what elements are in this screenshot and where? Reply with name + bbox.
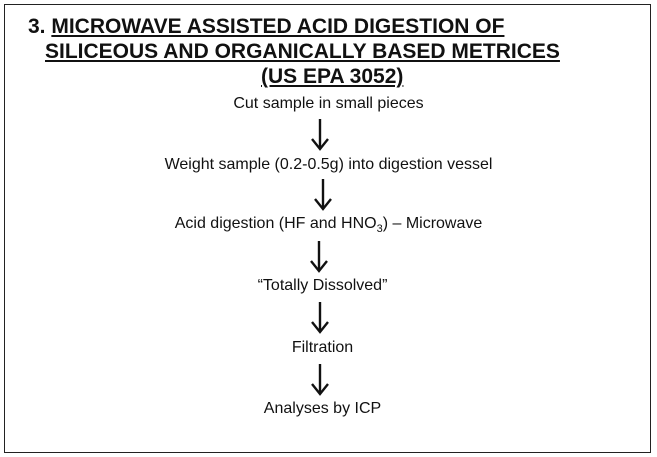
step-acid-digestion-text: Acid digestion (HF and HNO <box>174 215 377 232</box>
title-line-3-text: (US EPA 3052) <box>261 65 404 88</box>
title-line-1-text: MICROWAVE ASSISTED ACID DIGESTION OF <box>51 15 505 38</box>
step-weight-sample: Weight sample (0.2-0.5g) into digestion … <box>164 156 493 173</box>
title-line-2-text: SILICEOUS AND ORGANICALLY BASED METRICES <box>45 40 560 63</box>
step-filtration: Filtration <box>291 339 354 356</box>
step-cut-sample: Cut sample in small pieces <box>233 95 424 112</box>
down-arrow-icon <box>313 178 333 212</box>
title-line-3: (US EPA 3052) <box>28 64 638 89</box>
title-line-2: SILICEOUS AND ORGANICALLY BASED METRICES <box>28 39 638 64</box>
down-arrow-icon <box>310 118 330 152</box>
step-acid-digestion: Acid digestion (HF and HNO3) – Microwave <box>0 214 657 236</box>
slide-frame <box>4 4 651 453</box>
down-arrow-icon <box>310 301 330 335</box>
down-arrow-icon <box>309 240 329 274</box>
down-arrow-icon <box>310 363 330 397</box>
title-number: 3. <box>28 15 46 38</box>
title-line-1: 3. MICROWAVE ASSISTED ACID DIGESTION OF <box>28 14 638 39</box>
step-totally-dissolved: “Totally Dissolved” <box>257 277 388 294</box>
step-acid-digestion-suffix: ) – Microwave <box>382 215 483 232</box>
slide-title: 3. MICROWAVE ASSISTED ACID DIGESTION OF … <box>28 14 638 89</box>
step-analyses-icp: Analyses by ICP <box>263 400 382 417</box>
step-acid-digestion-subscript: 3 <box>376 223 383 236</box>
